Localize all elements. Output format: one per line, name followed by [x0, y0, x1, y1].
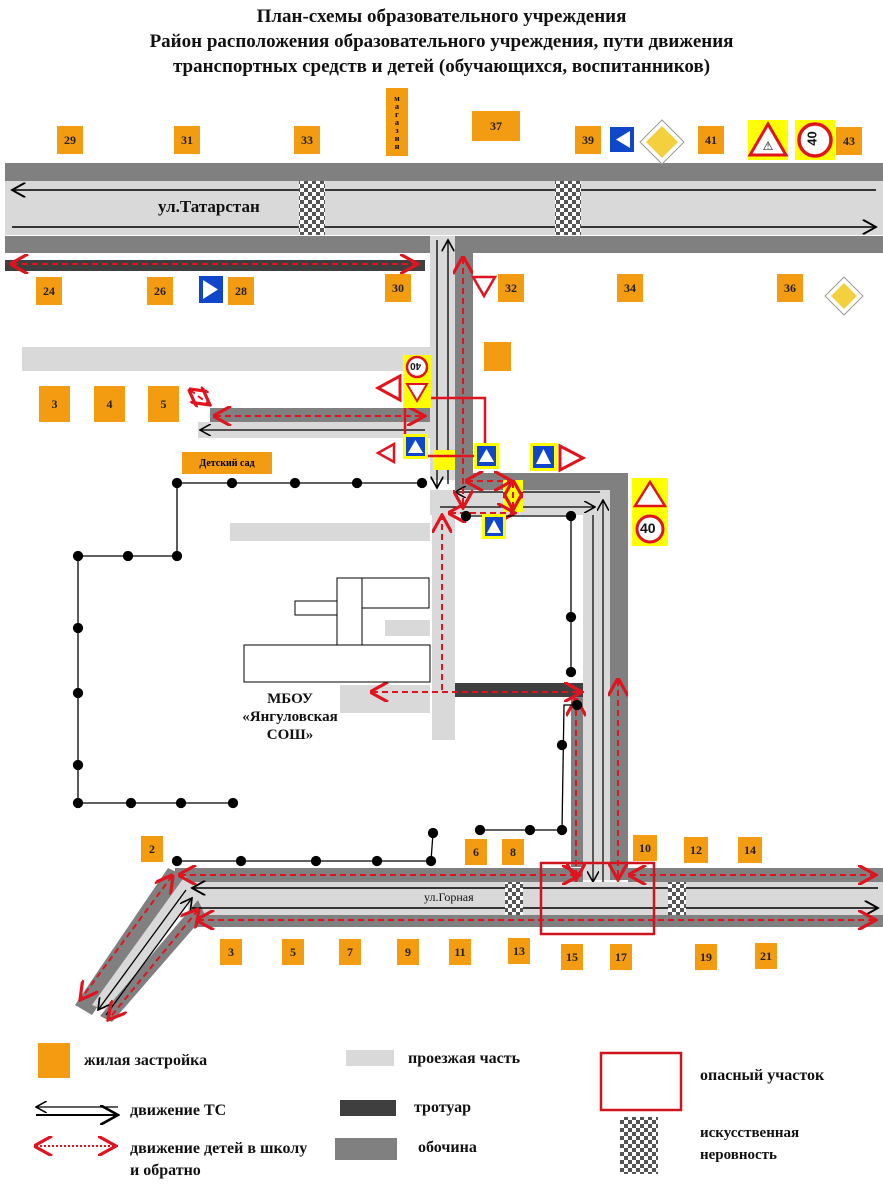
- speed-limit-value: 40: [804, 131, 820, 146]
- legend-housing: жилая застройка: [84, 1052, 208, 1069]
- legend-sidewalk: тротуар: [414, 1099, 472, 1116]
- title-line-3: транспортных средств и детей (обучающихс…: [172, 56, 711, 77]
- house: 36: [777, 274, 803, 302]
- house: 32: [498, 274, 524, 302]
- crosswalk-sign-icon: [474, 443, 499, 469]
- house: 26: [147, 277, 173, 305]
- signs: ⚠: [199, 119, 864, 546]
- house: 19: [695, 944, 717, 970]
- legend-vehicle-traffic: движение ТС: [130, 1102, 227, 1119]
- house: 10: [633, 835, 657, 861]
- title-line-1: План-схемы образовательного учреждения: [256, 6, 627, 27]
- house: 41: [698, 126, 724, 154]
- house: 6: [465, 839, 487, 865]
- house: 14: [738, 837, 762, 863]
- house: 12: [684, 837, 708, 863]
- street-name-tatarstan: ул.Татарстан: [158, 197, 260, 216]
- house: 9: [397, 939, 419, 965]
- children-warning-sign-icon: [632, 478, 668, 546]
- school-label: МБОУ «Янгуловская СОШ»: [242, 691, 338, 743]
- legend-children-route: движение детей в школу и обратно: [130, 1140, 308, 1179]
- crosswalk-sign-icon: [530, 443, 557, 471]
- house: 7: [339, 939, 361, 965]
- warning-triangle-icon: [558, 443, 587, 473]
- legend-carriageway: проезжая часть: [408, 1050, 521, 1067]
- main-road-sign-icon: [824, 276, 864, 316]
- house: 8: [502, 839, 524, 865]
- house: 13: [508, 938, 530, 964]
- crosswalk-sign-icon: [482, 514, 506, 539]
- house: 29: [57, 126, 83, 154]
- house: 24: [36, 277, 62, 305]
- school-building: [243, 577, 431, 683]
- house: 34: [617, 274, 643, 302]
- legend-danger-zone: опасный участок: [700, 1067, 825, 1084]
- kindergarten: Детский сад: [182, 452, 272, 474]
- speed-limit-value: 40: [640, 520, 656, 536]
- house: 21: [755, 943, 777, 969]
- danger-zone: [539, 861, 656, 936]
- svg-text:⚠: ⚠: [763, 139, 774, 153]
- house: 4: [94, 386, 125, 422]
- house: 30: [385, 274, 411, 302]
- shop-building: магазин: [386, 88, 408, 156]
- legend-speed-bump: искусственная неровность: [700, 1125, 800, 1163]
- warning-triangle-icon: [375, 441, 396, 465]
- street-name-gornaya: ул.Горная: [424, 890, 474, 904]
- speed-limit-sign-icon: [795, 120, 835, 160]
- house: 3: [39, 386, 70, 422]
- side-road: [22, 236, 628, 882]
- speed-limit-value: 40: [410, 360, 422, 371]
- warning-triangle-icon: [374, 373, 402, 403]
- house: 31: [174, 126, 200, 154]
- crosswalk-sign-icon: [403, 434, 428, 459]
- legend-graphics: [36, 1043, 683, 1174]
- yield-sign-icon: [470, 275, 498, 299]
- house: [484, 342, 511, 371]
- direction-sign-right-icon: [199, 276, 223, 303]
- house: 15: [561, 944, 583, 970]
- school-fence: [72, 477, 583, 867]
- children-routes: [12, 258, 876, 1020]
- house: 33: [294, 126, 320, 154]
- direction-sign-left-icon: [610, 127, 634, 152]
- children-warning-sign-icon: ⚠: [747, 120, 789, 160]
- legend-shoulder: обочина: [418, 1139, 477, 1156]
- main-road-sign-icon: [639, 119, 685, 165]
- house: 5: [282, 939, 304, 965]
- house: 28: [228, 277, 254, 305]
- house: 3: [220, 939, 242, 965]
- title-line-2: Район расположения образовательного учре…: [149, 31, 734, 52]
- house: 39: [575, 126, 601, 154]
- house: 37: [472, 111, 520, 141]
- house: 11: [449, 939, 471, 965]
- house: 5: [148, 386, 179, 422]
- house: 17: [610, 944, 632, 970]
- house: 43: [836, 127, 862, 155]
- house: 2: [141, 836, 163, 862]
- speed-limit-sign-icon: [403, 355, 431, 408]
